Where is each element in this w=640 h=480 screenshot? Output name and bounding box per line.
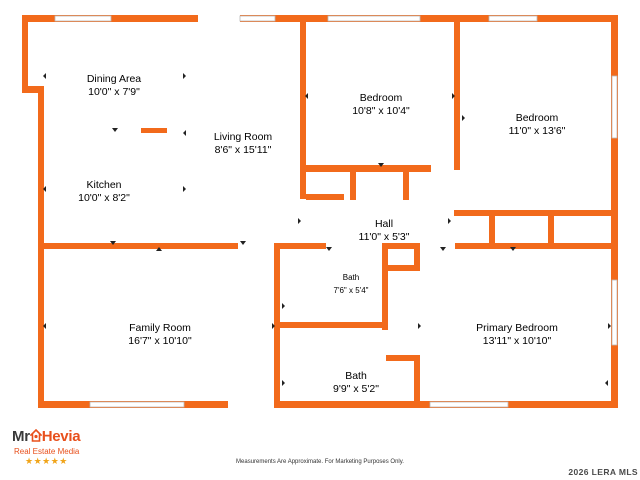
room-name-kitchen: Kitchen xyxy=(86,179,121,191)
room-dims-bedroom-middle: 10'8" x 10'4" xyxy=(352,105,410,117)
room-dims-kitchen: 10'0" x 8'2" xyxy=(78,192,130,204)
room-name-dining-area: Dining Area xyxy=(87,73,141,85)
room-labels: Dining Area 10'0" x 7'9" Living Room 8'6… xyxy=(78,73,566,395)
room-dims-family-room: 16'7" x 10'10" xyxy=(128,335,192,347)
room-name-primary-bedroom: Primary Bedroom xyxy=(476,322,558,334)
logo-wordmark: Mr Hevia xyxy=(12,428,81,445)
brand-logo: Mr Hevia Real Estate Media ★★★★★ xyxy=(12,426,92,468)
logo-stars: ★★★★★ xyxy=(25,456,68,466)
room-dims-primary-bedroom: 13'11" x 10'10" xyxy=(483,335,552,347)
disclaimer-text: Measurements Are Approximate. For Market… xyxy=(236,459,404,465)
room-name-bath-large: Bath xyxy=(345,370,367,382)
house-icon xyxy=(28,428,43,445)
room-name-hall: Hall xyxy=(375,218,393,230)
room-dims-bath-large: 9'9" x 5'2" xyxy=(333,383,379,395)
room-dims-bedroom-right: 11'0" x 13'6" xyxy=(509,125,566,137)
windows xyxy=(54,15,618,408)
logo-subtitle: Real Estate Media xyxy=(14,447,80,456)
room-dims-dining-area: 10'0" x 7'9" xyxy=(88,86,140,98)
mls-watermark: 2026 LERA MLS xyxy=(568,467,638,477)
room-dims-hall: 11'0" x 5'3" xyxy=(359,231,410,243)
room-name-bedroom-middle: Bedroom xyxy=(360,92,403,104)
door-markers xyxy=(43,73,611,386)
room-name-family-room: Family Room xyxy=(129,322,191,334)
logo-name-first: Mr xyxy=(12,428,30,445)
room-dims-bath-small: 7'6" x 5'4" xyxy=(334,286,369,295)
room-name-living-room: Living Room xyxy=(214,131,273,143)
room-name-bath-small: Bath xyxy=(343,273,359,282)
room-name-bedroom-right: Bedroom xyxy=(516,112,559,124)
logo-name-second: Hevia xyxy=(41,428,81,445)
interior-walls xyxy=(38,15,618,408)
room-dims-living-room: 8'6" x 15'11" xyxy=(215,144,272,156)
